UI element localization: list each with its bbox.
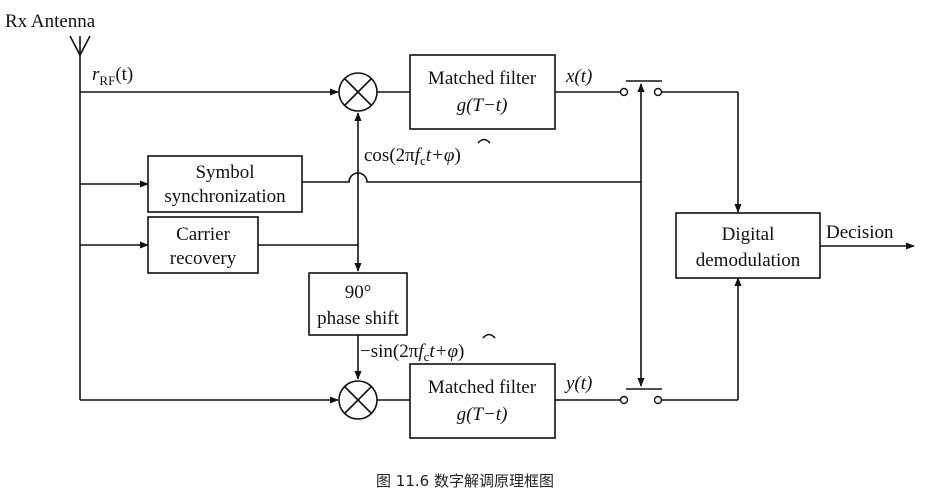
svg-text:Symbol: Symbol [195, 162, 254, 183]
y-output-label: y(t) [564, 373, 592, 394]
sampler-switch-bottom [619, 277, 742, 405]
figure-caption: 图 11.6 数字解调原理框图 [376, 472, 554, 490]
sin-reference-label: −sin(2πfct+φ) [360, 341, 464, 364]
antenna-icon [69, 35, 91, 56]
antenna-label: Rx Antenna [5, 11, 96, 32]
carrier-recovery-block: Carrier recovery [147, 216, 259, 274]
svg-text:recovery: recovery [170, 248, 237, 269]
wire-symbol-sync-out [302, 172, 641, 183]
sampler-switch-top [619, 80, 742, 213]
svg-text:phase shift: phase shift [317, 308, 400, 329]
svg-text:g(T−t): g(T−t) [457, 404, 508, 425]
bottom-mixer-icon [338, 380, 378, 420]
phase-shift-block: 90° phase shift [308, 272, 408, 336]
sin-phi-hat [482, 333, 496, 339]
svg-text:Digital: Digital [722, 224, 775, 245]
decision-label: Decision [826, 222, 894, 243]
digital-demod-block: Digital demodulation [675, 212, 821, 279]
svg-text:synchronization: synchronization [164, 186, 286, 207]
x-output-label: x(t) [565, 66, 592, 87]
matched-filter-top: Matched filter g(T−t) [409, 54, 556, 130]
symbol-sync-block: Symbol synchronization [147, 155, 303, 213]
svg-text:Carrier: Carrier [176, 224, 230, 245]
svg-text:g(T−t): g(T−t) [457, 95, 508, 116]
svg-text:Matched filter: Matched filter [428, 377, 537, 398]
svg-text:Matched filter: Matched filter [428, 68, 537, 89]
svg-text:demodulation: demodulation [696, 250, 801, 271]
input-signal-label: rRF(t) [92, 64, 133, 88]
top-mixer-icon [338, 72, 378, 112]
cos-phi-hat [477, 138, 491, 144]
matched-filter-bottom: Matched filter g(T−t) [409, 363, 556, 439]
svg-text:90°: 90° [345, 282, 372, 303]
cos-reference-label: cos(2πfct+φ) [364, 145, 461, 168]
